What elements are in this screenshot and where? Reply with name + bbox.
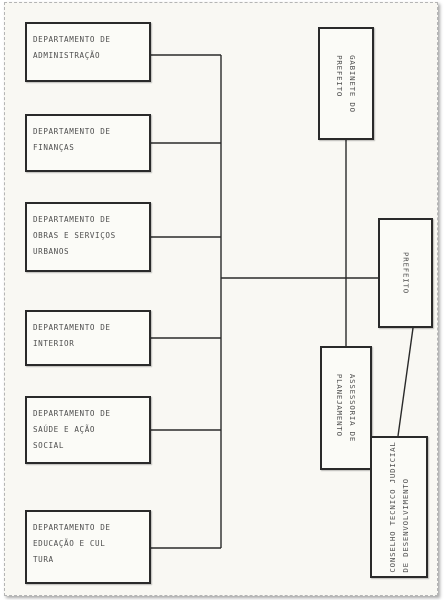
conselho-label: CONSELHO TECNICO JUDICIAL DE DESENVOLVIM… xyxy=(388,441,410,573)
department-label: DEPARTAMENTO DE EDUCAÇÃO E CUL TURA xyxy=(33,523,111,564)
department-box-saude: DEPARTAMENTO DE SAÚDE E AÇÃO SOCIAL xyxy=(25,396,151,464)
prefeito-label: PREFEITO xyxy=(401,252,410,294)
gabinete-box: GABINETE DO PREFEITO xyxy=(318,27,374,140)
department-label: DEPARTAMENTO DE SAÚDE E AÇÃO SOCIAL xyxy=(33,409,111,450)
department-box-obras: DEPARTAMENTO DE OBRAS E SERVIÇOS URBANOS xyxy=(25,202,151,272)
department-label: DEPARTAMENTO DE OBRAS E SERVIÇOS URBANOS xyxy=(33,215,116,256)
gabinete-label: GABINETE DO PREFEITO xyxy=(335,54,357,113)
department-label: DEPARTAMENTO DE INTERIOR xyxy=(33,323,111,348)
prefeito-box: PREFEITO xyxy=(378,218,433,328)
assessoria-box: ASSESSORIA DE PLANEJAMENTO xyxy=(320,346,372,470)
department-label: DEPARTAMENTO DE FINANÇAS xyxy=(33,127,111,152)
conselho-box: CONSELHO TECNICO JUDICIAL DE DESENVOLVIM… xyxy=(370,436,428,578)
department-label: DEPARTAMENTO DE ADMINISTRAÇÃO xyxy=(33,35,111,60)
department-box-educacao: DEPARTAMENTO DE EDUCAÇÃO E CUL TURA xyxy=(25,510,151,584)
department-box-financas: DEPARTAMENTO DE FINANÇAS xyxy=(25,114,151,172)
department-box-interior: DEPARTAMENTO DE INTERIOR xyxy=(25,310,151,366)
department-box-administracao: DEPARTAMENTO DE ADMINISTRAÇÃO xyxy=(25,22,151,82)
assessoria-label: ASSESSORIA DE PLANEJAMENTO xyxy=(335,373,357,443)
